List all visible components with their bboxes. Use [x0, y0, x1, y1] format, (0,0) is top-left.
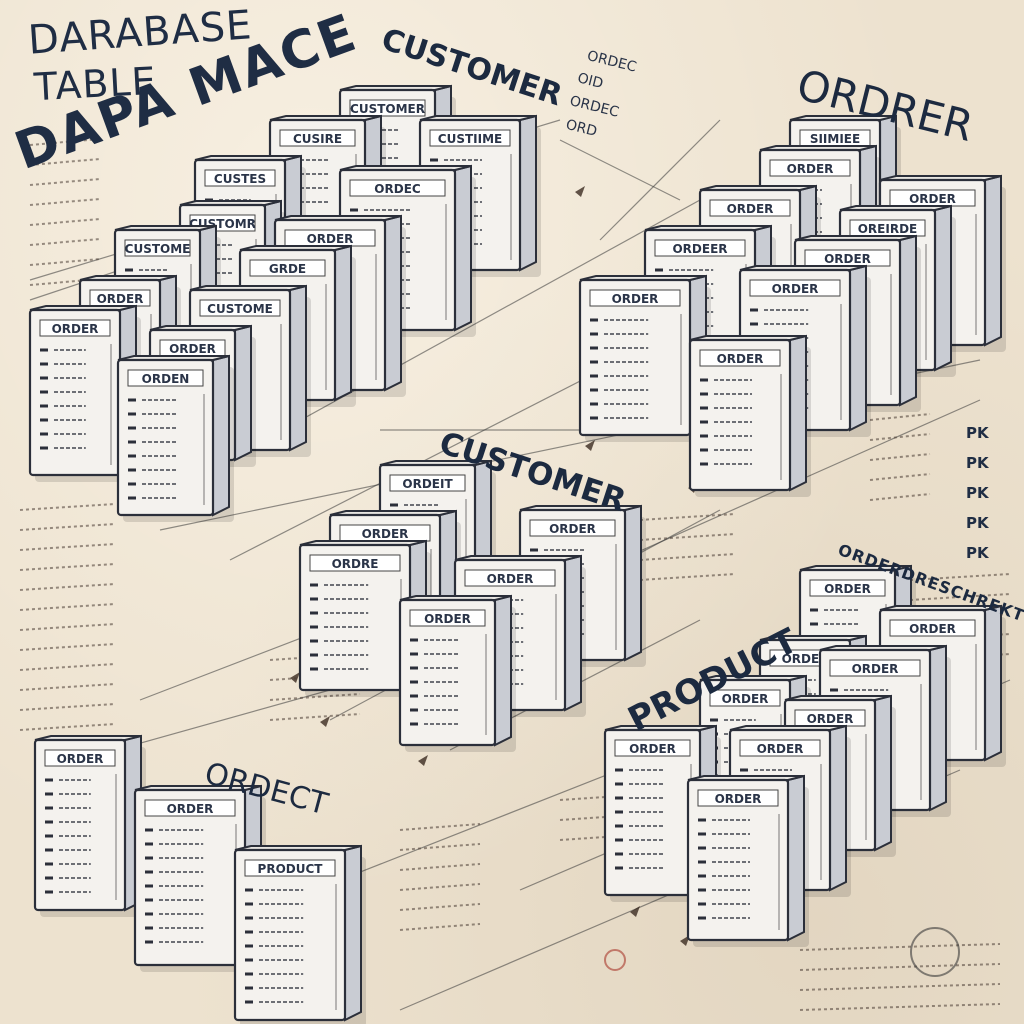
pk-note: PK	[966, 514, 989, 532]
arrow-head-icon	[575, 186, 585, 197]
note-scribble	[399, 923, 481, 931]
table-name-label: ORDER	[52, 322, 99, 336]
note-scribble	[19, 683, 116, 691]
table-name-label: ORDRE	[332, 557, 379, 571]
table-name-label: ORDER	[722, 692, 769, 706]
arrow-head-icon	[320, 716, 330, 727]
table-name-label: ORDER	[612, 292, 659, 306]
pk-note: PK	[966, 424, 989, 442]
arrow-head-icon	[418, 755, 428, 766]
note-scribble	[399, 823, 481, 831]
arrow-head-icon	[585, 440, 595, 451]
table-name-label: ORDER	[772, 282, 819, 296]
note-scribble	[19, 643, 116, 651]
table-name-label: ORDER	[549, 522, 596, 536]
table-name-label: ORDER	[717, 352, 764, 366]
pk-note: PK	[966, 454, 989, 472]
table-name-label: ORDER	[167, 802, 214, 816]
table-name-label: CUSTIIME	[438, 132, 502, 146]
table-name-label: ORDER	[757, 742, 804, 756]
note-scribble	[869, 493, 931, 501]
table-name-label: GRDE	[269, 262, 306, 276]
table-name-label: ORDER	[362, 527, 409, 541]
table-name-label: CUSTOME	[207, 302, 273, 316]
table-name-label: ORDEN	[142, 372, 190, 386]
note-scribble	[19, 623, 116, 631]
table-name-label: CUSTES	[214, 172, 266, 186]
table-name-label: ORDER	[727, 202, 774, 216]
table-name-label: ORDER	[97, 292, 144, 306]
note-scribble	[399, 903, 481, 911]
table-box: ORDER	[688, 334, 811, 497]
note-scribble	[19, 703, 116, 711]
table-name-label: ORDER	[307, 232, 354, 246]
note-scribble	[19, 603, 116, 611]
note-scribble	[19, 583, 116, 591]
note-scribble	[639, 553, 736, 561]
table-box: ORDER	[686, 774, 809, 947]
note-scribble	[639, 533, 736, 541]
table-name-label: CUSTOMER	[350, 102, 425, 116]
note-scribble	[399, 863, 481, 871]
table-name-label: ORDEC	[374, 182, 421, 196]
pk-note: PK	[966, 484, 989, 502]
pk-note: PK	[966, 544, 989, 562]
note-scribble	[19, 543, 116, 551]
arrow-head-icon	[630, 906, 640, 917]
note-scribble	[869, 473, 931, 481]
note-scribble	[19, 663, 116, 671]
table-name-label: ORDER	[824, 582, 871, 596]
pk-note-list: PK PK PK PK PK	[966, 418, 989, 568]
note-scribble	[909, 593, 1011, 601]
table-name-label: ORDER	[909, 192, 956, 206]
table-name-label: ORDER	[909, 622, 956, 636]
note-scribble	[399, 883, 481, 891]
note-scribble	[399, 843, 481, 851]
table-name-label: CUSIRE	[293, 132, 342, 146]
table-name-label: PRODUCT	[258, 862, 324, 876]
table-name-label: ORDER	[824, 252, 871, 266]
table-box: PRODUCT	[233, 844, 366, 1024]
table-name-label: CUSTOME	[125, 242, 191, 256]
connector-line	[559, 139, 681, 201]
table-name-label: ORDER	[424, 612, 471, 626]
table-name-label: ORDER	[782, 652, 829, 666]
table-name-label: ORDER	[57, 752, 104, 766]
table-box: ORDER	[33, 734, 146, 917]
note-scribble	[909, 573, 1011, 581]
table-box: ORDER	[28, 304, 141, 482]
table-name-label: ORDER	[807, 712, 854, 726]
table-box: ORDER	[398, 594, 516, 752]
table-name-label: ORDEIT	[402, 477, 453, 491]
table-name-label: ORDER	[629, 742, 676, 756]
note-scribble	[869, 453, 931, 461]
small-circle-icon	[604, 949, 626, 971]
note-scribble	[869, 413, 931, 421]
table-name-label: ORDER	[487, 572, 534, 586]
note-scribble	[19, 563, 116, 571]
note-scribble	[639, 573, 736, 581]
table-name-label: ORDER	[787, 162, 834, 176]
note-scribble	[639, 513, 736, 521]
table-name-label: OREIRDE	[858, 222, 918, 236]
seal-circle-icon	[910, 927, 960, 977]
connector-line	[599, 119, 721, 241]
table-name-label: ORDER	[852, 662, 899, 676]
note-scribble	[19, 723, 116, 731]
note-scribble	[19, 503, 116, 511]
note-scribble	[19, 523, 116, 531]
table-name-label: SIIMIEE	[810, 132, 860, 146]
table-name-label: ORDEER	[672, 242, 727, 256]
table-box: ORDEN	[116, 354, 234, 522]
table-name-label: ORDER	[169, 342, 216, 356]
table-box: ORDER	[578, 274, 711, 442]
note-scribble	[869, 433, 931, 441]
table-name-label: ORDER	[715, 792, 762, 806]
